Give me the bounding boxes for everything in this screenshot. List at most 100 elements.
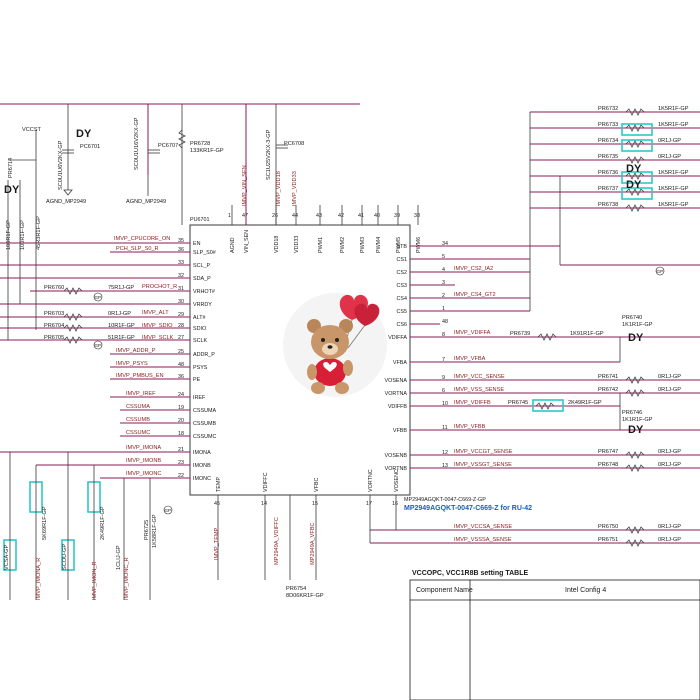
dy-mark-3: DY [626, 163, 642, 175]
ic-top-pin-name-agnd: AGND [230, 237, 236, 253]
net-imonb: IMVP_IMONB [126, 458, 161, 464]
pr6728-val: 133KR1F-GP [190, 148, 224, 154]
res-pr6740-val: 1K1R1F-GP [622, 322, 653, 328]
net-vdiffa: IMVP_VDIFFA [454, 330, 491, 336]
dy-mark-1: DY [76, 128, 92, 140]
highlight-pr6733 [621, 123, 653, 136]
ic-top-pin-name-pwm6: PWM6 [416, 237, 422, 253]
net-vdd33: IMVP_VDD33 [292, 171, 298, 206]
pc6707-ref: PC6707 [158, 143, 178, 149]
pr6725-val: 1K58R1F-GP [152, 514, 158, 548]
res-pr6747-ref: PR6747 [598, 449, 618, 455]
res-pr6734-symbol [625, 140, 645, 148]
net-cssumc: CSSUMC [126, 430, 150, 436]
res-pr6732-ref: PR6732 [598, 106, 618, 112]
table-col-component: Component Name [416, 587, 473, 594]
net-pmbus: IMVP_PMBUS_EN [116, 373, 164, 379]
net-vcc-sense: IMVP_VCC_SENSE [454, 374, 505, 380]
ic-pin-name-en: EN [193, 241, 201, 247]
ic-pin-name-imona: IMONA [193, 450, 211, 456]
ic-pin-num-31: 31 [178, 286, 184, 292]
res-pr6751-symbol [625, 539, 645, 547]
net-imonc: IMVP_IMONC [126, 471, 161, 477]
ic-top-pin-name-pwm3: PWM3 [360, 237, 366, 253]
vccst-label: VCCST [22, 127, 42, 133]
ic-right-pin-name-vfba: VFBA [393, 360, 407, 366]
res-pr6733-ref: PR6733 [598, 122, 618, 128]
pc6701-ref: PC6701 [80, 144, 100, 150]
res-pr6760-ref: PR6760 [44, 285, 64, 291]
ic-pin-name-sdio: SDIO [193, 326, 206, 332]
res-pr6745-symbol [535, 402, 555, 410]
res-pr6739-val: 1K91R1F-GP [570, 331, 604, 337]
net-addr: IMVP_ADDR_P [116, 348, 156, 354]
teddy-bear-illustration [283, 293, 387, 397]
res-pr6746-ref: PR6746 [622, 410, 642, 416]
gp-stamp-2: GP [95, 343, 102, 348]
ic-top-pin-num-42: 42 [338, 213, 344, 219]
ic-top-pin-name-vdd33: VDD33 [294, 236, 300, 253]
res-pr6703-val: 0R1J-GP [108, 311, 131, 317]
res-pr6748-val: 0R1J-GP [658, 462, 681, 468]
net-vfbc: MP2949A_VFBC [310, 522, 316, 565]
pr6715-val: 100R1F-GP [20, 220, 26, 250]
highlight-pr6736 [621, 187, 653, 200]
res-pr6738-val: 1K5R1F-GP [658, 202, 689, 208]
setting-table: VCCOPC, VCC1R8B setting TABLE Component … [409, 570, 700, 700]
net-sclk: IMVP_SCLK [142, 335, 174, 341]
ic-right-pin-name-vortnb: VORTNB [385, 466, 408, 472]
shirt-heart [323, 362, 337, 372]
net-vsssa: IMVP_VSSSA_SENSE [454, 537, 512, 543]
net-prochot: PROCHOT_R [142, 284, 177, 290]
ic-top-pin-num-41: 41 [358, 213, 364, 219]
ic-pin-num-36: 36 [178, 374, 184, 380]
ic-top-pins: AGND1VIN_SEN47VDD1826VDD3344PWM143PWM242… [228, 205, 422, 253]
ic-right-pin-num-3: 3 [442, 280, 445, 286]
top-net-labels: IMVP_VIN_SEN IMVP_VDD18 IMVP_VDD33 [242, 165, 298, 206]
ic-right-pin-num-10: 10 [442, 401, 448, 407]
pr6754-ref: PR6754 [286, 586, 306, 592]
highlight-pr6734 [621, 139, 653, 152]
net-cs4-gt2: IMVP_CS4_GT2 [454, 292, 496, 298]
res-pr6734-ref: PR6734 [598, 138, 618, 144]
net-vfbb: IMVP_VFBB [454, 424, 486, 430]
ic-pin-name-vrhot: VRHOT# [193, 289, 215, 295]
ic-pin-name-alt: ALT# [193, 315, 205, 321]
ic-right-pin-name-cs4: CS4 [397, 296, 408, 302]
pc6707-val: SC0U1U16V2KX-GP [134, 117, 140, 170]
res-pr6750-symbol [625, 526, 645, 534]
table-col-intel-config: Intel Config 4 [565, 587, 606, 594]
top-components: VCCST DY DY PC6701 SC0U1U6V2KX-GP AGND_M… [4, 104, 304, 250]
net-vdiffb: IMVP_VDIFFB [454, 400, 491, 406]
highlight-pr6745 [532, 399, 564, 412]
res-pr6741-val: 0R1J-GP [658, 374, 681, 380]
res-pr6748-ref: PR6748 [598, 462, 618, 468]
ic-pin-name-addrp: ADDR_P [193, 352, 215, 358]
res-pr6733-symbol [625, 124, 645, 132]
net-cs2-ia2: IMVP_CS2_IA2 [454, 266, 493, 272]
ic-bottom-pin-name-vdiffc: VDIFFC [263, 472, 269, 492]
res-pr6733-val: 1K5R1F-GP [658, 122, 689, 128]
res-pr6739-symbol [537, 333, 557, 341]
pr6714-val: 100R1F-GP [6, 220, 12, 250]
res-pr6740-ref: PR6740 [622, 315, 642, 321]
res-pr6704-ref: PR6704 [44, 323, 64, 329]
pr6721-val: 5K69R1F-GP [42, 506, 48, 540]
bottom-net-labels: IMVP_TEMP MP2949A_VDIFFC MP2949A_VFBC PR… [4, 506, 324, 600]
res-pr6735-val: 0R1J-GP [658, 154, 681, 160]
res-pr6705-ref: PR6705 [44, 335, 64, 341]
bear-eye-left [321, 338, 325, 342]
res-pr6732-symbol [625, 108, 645, 116]
ic-pin-name-slps0: SLP_S0# [193, 250, 216, 256]
ic-right-pin-name-vfbb: VFBB [393, 428, 407, 434]
gp-stamp-1: GP [95, 295, 102, 300]
net-slp-s0: PCH_SLP_S0_R [116, 246, 159, 252]
ic-top-pin-name-vdd18: VDD18 [274, 236, 280, 253]
highlight-pr6735 [621, 171, 653, 184]
ic-right-pin-num-9: 9 [442, 375, 445, 381]
net-vss-sense: IMVP_VSS_SENSE [454, 387, 504, 393]
res-pr6732-val: 1K5R1F-GP [658, 106, 689, 112]
ic-right-pin-name-cs6: CS6 [397, 322, 408, 328]
